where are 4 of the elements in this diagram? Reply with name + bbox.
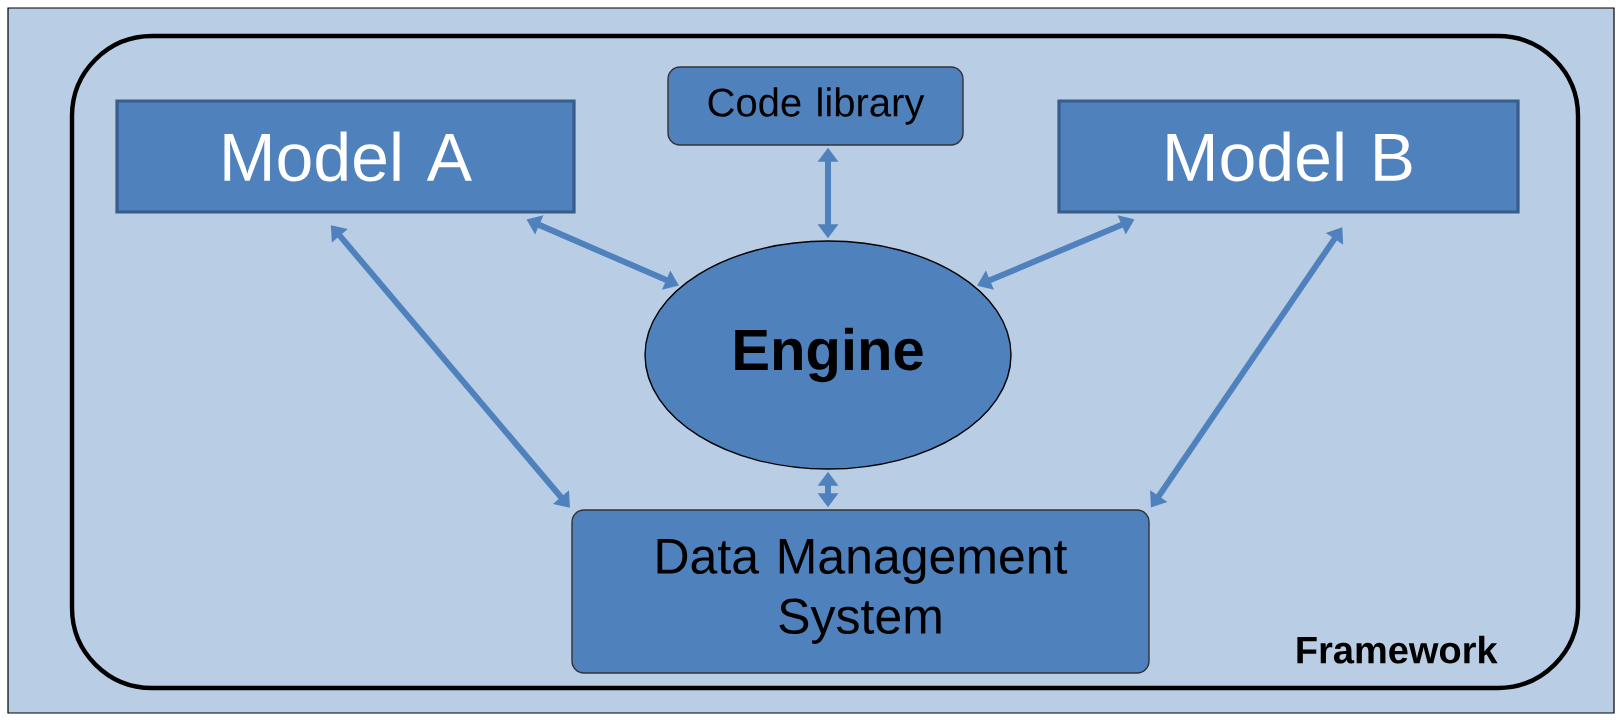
data-management-box: Data Management System bbox=[571, 509, 1150, 674]
library-box: Code library bbox=[667, 66, 964, 146]
model-box: Model B bbox=[1057, 99, 1520, 214]
model-box: Model A bbox=[115, 99, 576, 214]
